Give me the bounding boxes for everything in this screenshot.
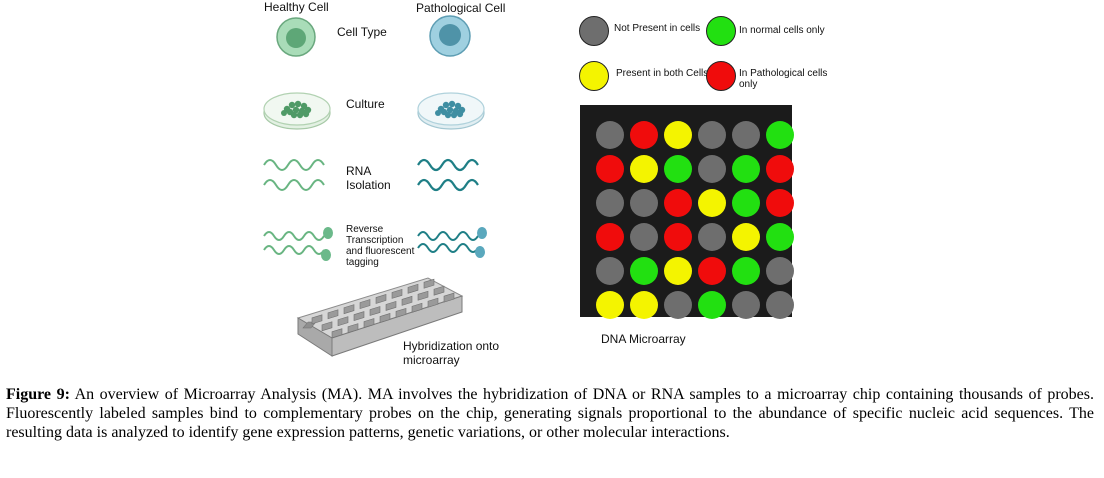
slide-well: [391, 288, 403, 299]
figure-caption-text: An overview of Microarray Analysis (MA).…: [6, 386, 1095, 442]
slide-well: [331, 328, 343, 339]
microarray-spot-r1-c2: [630, 121, 658, 149]
slide-well: [411, 302, 423, 313]
pathological-cell-header: Pathological Cell: [416, 1, 506, 15]
culture-label: Culture: [346, 97, 385, 111]
legend-normal-only-label: In normal cells only: [739, 25, 825, 36]
pathological-cdna-tagged-icon: [417, 227, 487, 258]
legend-not-present-label: Not Present in cells: [614, 23, 701, 34]
slide-well: [417, 290, 429, 301]
slide-well: [375, 294, 387, 304]
legend-patho-only-label-2: only: [739, 79, 758, 90]
microarray-spot-r2-c1: [596, 155, 624, 183]
microarray-spot-r4-c6: [766, 223, 794, 251]
microarray-spot-r4-c2: [630, 223, 658, 251]
microarray-spot-r4-c4: [698, 223, 726, 251]
rna-isolation-label-2: Isolation: [346, 178, 391, 192]
slide-well: [385, 301, 397, 311]
microarray-slide-icon: [296, 277, 464, 357]
rt-label-4: tagging: [346, 257, 379, 268]
microarray-spot-r5-c5: [732, 257, 760, 285]
healthy-cell-header: Healthy Cell: [264, 0, 329, 14]
microarray-spot-r6-c5: [732, 291, 760, 319]
rt-label-1: Reverse: [346, 224, 384, 235]
hybridization-label-1: Hybridization onto: [403, 339, 500, 353]
rt-label-3: and fluorescent: [346, 246, 415, 257]
figure-caption: Figure 9: An overview of Microarray Anal…: [6, 385, 1094, 443]
slide-well: [311, 314, 323, 325]
slide-well: [433, 285, 445, 296]
slide-well: [363, 318, 375, 328]
microarray-spot-r3-c2: [630, 189, 658, 217]
microarray-spot-r4-c5: [732, 223, 760, 251]
microarray-spot-r3-c4: [698, 189, 726, 217]
microarray-spot-r4-c1: [596, 223, 624, 251]
slide-well: [427, 297, 439, 308]
pathological-cell-icon: [429, 15, 471, 57]
rna-isolation-label-1: RNA: [346, 164, 372, 178]
legend-both-label: Present in both Cells: [616, 68, 709, 79]
microarray-spot-r3-c3: [664, 189, 692, 217]
microarray-spot-r6-c3: [664, 291, 692, 319]
microarray-spot-r5-c4: [698, 257, 726, 285]
legend-yellow-dot: [579, 61, 609, 91]
microarray-spot-r2-c4: [698, 155, 726, 183]
microarray-spot-r2-c6: [766, 155, 794, 183]
microarray-spot-r3-c5: [732, 189, 760, 217]
rt-label-2: Transcription: [346, 235, 404, 246]
microarray-spot-r2-c2: [630, 155, 658, 183]
healthy-rna-strands-icon: [263, 159, 325, 191]
microarray-spot-r3-c6: [766, 189, 794, 217]
slide-well: [337, 316, 349, 327]
slide-well: [327, 309, 339, 320]
hybridization-label-2: microarray: [403, 353, 460, 367]
healthy-culture-dish-icon: [263, 92, 331, 130]
pathological-rna-strands-icon: [417, 158, 479, 192]
microarray-spot-r5-c1: [596, 257, 624, 285]
microarray-spot-r2-c5: [732, 155, 760, 183]
slide-well: [321, 321, 333, 332]
legend-gray-dot: [579, 16, 609, 46]
microarray-spot-r3-c1: [596, 189, 624, 217]
slide-well: [359, 299, 371, 309]
slide-well: [369, 306, 381, 316]
microarray-spot-r1-c5: [732, 121, 760, 149]
legend-green-dot: [706, 16, 736, 46]
figure-caption-label: Figure 9:: [6, 386, 70, 403]
microarray-spot-r1-c3: [664, 121, 692, 149]
healthy-cdna-tagged-icon: [263, 227, 333, 261]
microarray-spot-r5-c3: [664, 257, 692, 285]
slide-well: [379, 313, 391, 323]
slide-well: [423, 278, 435, 289]
microarray-spot-r1-c4: [698, 121, 726, 149]
microarray-spot-r5-c6: [766, 257, 794, 285]
healthy-cell-icon: [276, 17, 316, 57]
dna-microarray-grid: [580, 105, 794, 319]
microarray-spot-r6-c6: [766, 291, 794, 319]
slide-well: [401, 295, 413, 306]
cell-type-label: Cell Type: [337, 25, 387, 39]
slide-well: [353, 311, 365, 322]
slide-well: [347, 323, 359, 334]
slide-well: [443, 292, 455, 303]
slide-well: [343, 304, 355, 315]
slide-well: [395, 307, 407, 318]
microarray-spot-r1-c6: [766, 121, 794, 149]
legend-patho-only-label-1: In Pathological cells: [739, 68, 828, 79]
microarray-spot-r1-c1: [596, 121, 624, 149]
microarray-spot-r6-c1: [596, 291, 624, 319]
dna-microarray-label: DNA Microarray: [601, 332, 686, 346]
microarray-spot-r4-c3: [664, 223, 692, 251]
legend-red-dot: [706, 61, 736, 91]
pathological-culture-dish-icon: [417, 92, 485, 130]
microarray-spot-r6-c2: [630, 291, 658, 319]
microarray-spot-r6-c4: [698, 291, 726, 319]
microarray-spot-r2-c3: [664, 155, 692, 183]
slide-well: [407, 283, 419, 294]
microarray-spot-r5-c2: [630, 257, 658, 285]
